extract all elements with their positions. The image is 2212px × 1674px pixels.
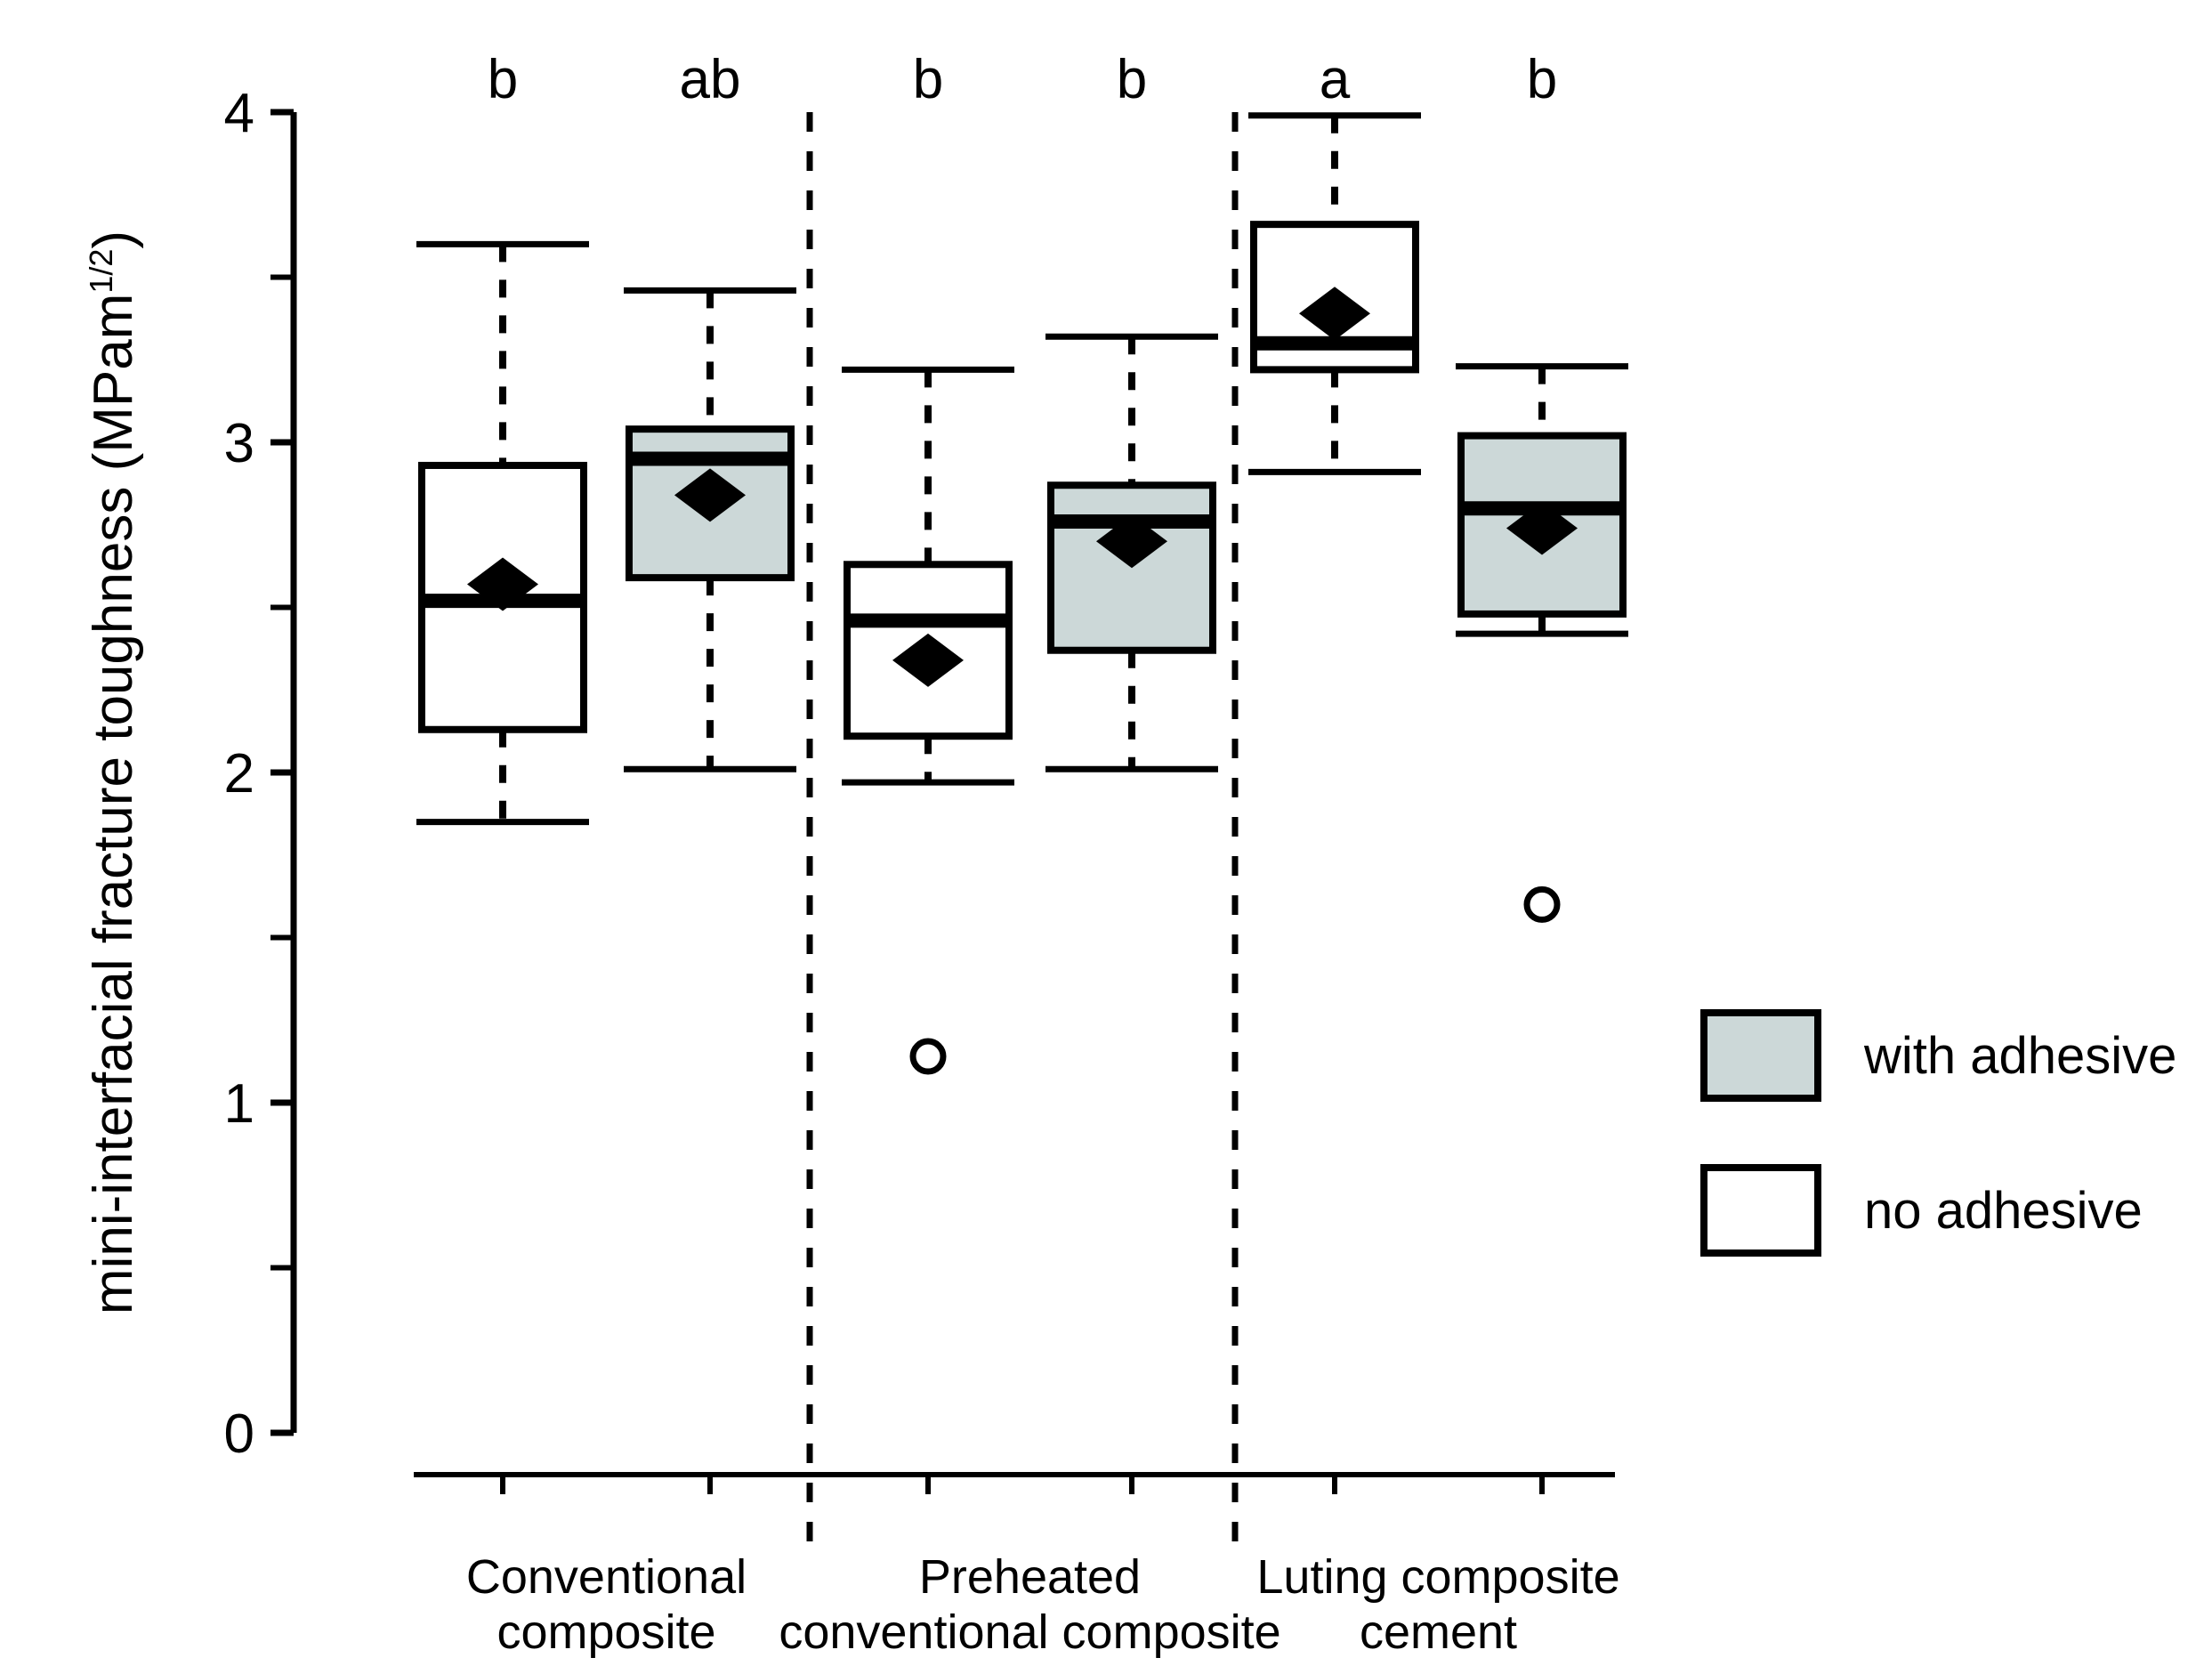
group-separators <box>806 112 1239 1549</box>
mean-diamond-marker <box>1096 514 1167 569</box>
category-label-line2: cement <box>1360 1605 1517 1659</box>
category-label-line2: composite <box>496 1605 715 1659</box>
y-axis-tick-label: 0 <box>224 1403 254 1465</box>
x-axis <box>414 1472 1615 1494</box>
box-rect <box>1457 432 1627 618</box>
box-plot-item <box>842 366 1014 1075</box>
category-label-line1: Conventional <box>466 1550 747 1604</box>
legend-swatch <box>1700 1009 1821 1102</box>
significance-letter: b <box>1117 49 1147 110</box>
category-label-line1: Preheated <box>919 1550 1141 1604</box>
outlier-point <box>909 1038 947 1075</box>
y-axis-tick-label: 4 <box>224 83 254 144</box>
box-plot-item <box>624 287 796 772</box>
legend-swatch <box>1700 1164 1821 1257</box>
outlier-point <box>1523 886 1561 923</box>
box-plot-item <box>416 240 589 826</box>
y-axis-tick-label: 1 <box>224 1073 254 1135</box>
mean-diamond-marker <box>674 468 746 522</box>
legend-label: no adhesive <box>1864 1182 2143 1240</box>
box-plots <box>416 112 1628 1075</box>
mean-diamond-marker <box>892 633 964 687</box>
mean-diamond-marker <box>467 557 538 611</box>
category-label-line2: conventional composite <box>779 1605 1280 1659</box>
y-axis-tick-label: 3 <box>224 413 254 474</box>
y-axis-tick-label: 2 <box>224 743 254 805</box>
significance-letter: a <box>1320 49 1351 110</box>
legend-item[interactable]: no adhesive <box>1700 1164 2143 1257</box>
y-axis-title: mini-interfacial fracture toughness (MPa… <box>83 230 144 1314</box>
legend-label: with adhesive <box>1863 1027 2176 1085</box>
mean-diamond-marker <box>1506 501 1578 555</box>
significance-letter: b <box>1527 49 1557 110</box>
category-label-line1: Luting composite <box>1256 1550 1619 1604</box>
significance-letter: b <box>913 49 943 110</box>
box-plot-item <box>1456 363 1628 923</box>
legend: with adhesive no adhesive <box>1700 1009 2176 1257</box>
y-axis-title-text: mini-interfacial fracture toughness (MPa… <box>83 230 144 1314</box>
y-axis: 0 1 2 3 4 <box>224 83 297 1465</box>
box-plot-item <box>1045 333 1218 772</box>
mean-diamond-marker <box>1299 287 1370 341</box>
legend-item[interactable]: with adhesive <box>1700 1009 2176 1102</box>
significance-letter: b <box>488 49 518 110</box>
significance-letter: ab <box>680 49 741 110</box>
box-plot-item <box>1248 112 1421 475</box>
